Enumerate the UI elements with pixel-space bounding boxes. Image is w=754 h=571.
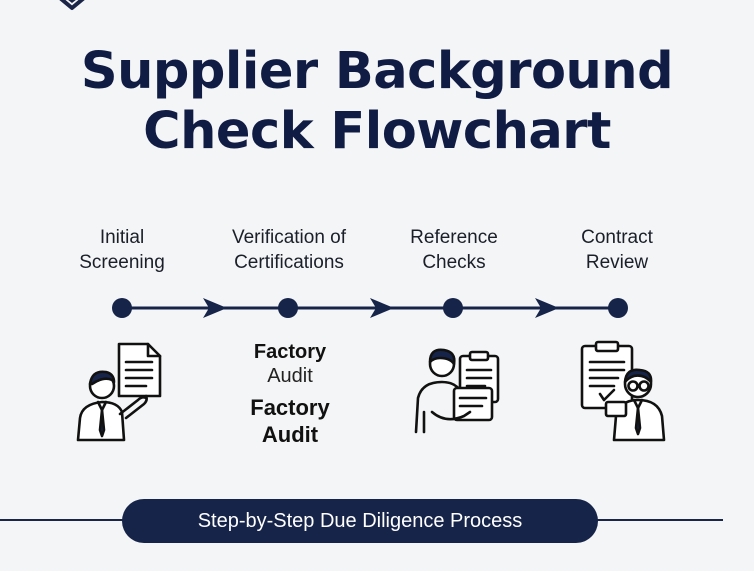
banner-right-line <box>590 519 723 521</box>
timeline-node-3 <box>443 298 463 318</box>
step-label-line: Checks <box>422 252 486 273</box>
step-label-initial-screening: Initial Screening <box>37 225 207 275</box>
step-label-line: Initial <box>99 227 145 248</box>
step-label-reference-checks: Reference Checks <box>369 225 539 275</box>
factory-audit-label-2: Factory Audit <box>230 394 350 448</box>
step-label-line: Certifications <box>234 252 344 273</box>
timeline-arrow-3 <box>535 298 559 318</box>
timeline-arrow-2 <box>370 298 394 318</box>
step-label-line: Verification of <box>231 227 347 248</box>
step-label-verification: Verification of Certifications <box>204 225 374 275</box>
logo-chevron-icon <box>59 0 85 10</box>
timeline-node-1 <box>112 298 132 318</box>
step-label-line: Contract <box>581 227 653 248</box>
process-banner: Step-by-Step Due Diligence Process <box>122 499 598 543</box>
page-title: Supplier Background Check Flowchart <box>0 42 754 162</box>
title-line-2: Check Flowchart <box>143 102 611 161</box>
step-label-line: Reference <box>410 227 498 248</box>
timeline-node-4 <box>608 298 628 318</box>
factory-audit-line: Factory <box>250 395 330 420</box>
step-label-line: Review <box>585 252 649 273</box>
person-with-document-icon <box>76 342 162 442</box>
timeline-node-2 <box>278 298 298 318</box>
factory-audit-line: Audit <box>261 422 319 447</box>
step-label-contract-review: Contract Review <box>532 225 702 275</box>
person-with-clipboard-icon <box>414 348 500 434</box>
process-timeline <box>112 298 628 318</box>
factory-audit-line: Audit <box>267 365 313 387</box>
banner-left-line <box>0 519 130 521</box>
step-label-line: Screening <box>79 252 165 273</box>
title-line-1: Supplier Background <box>80 42 674 101</box>
timeline-arrow-1 <box>203 298 227 318</box>
factory-audit-line: Factory <box>253 341 327 363</box>
person-with-glasses-clipboard-icon <box>580 340 666 442</box>
factory-audit-label-1: Factory Audit <box>230 340 350 388</box>
